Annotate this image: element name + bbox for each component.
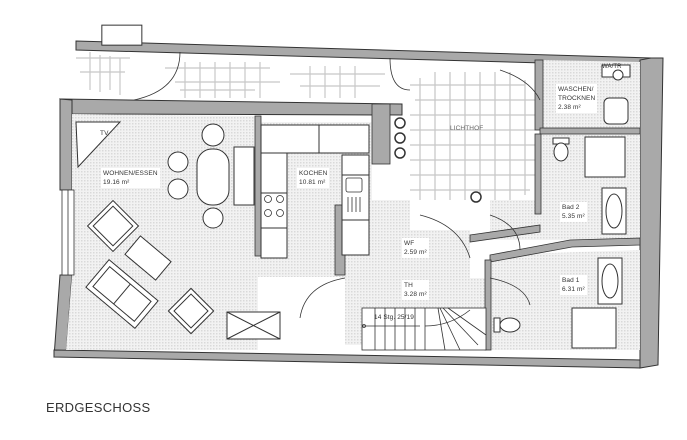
kitchen-sink [345,177,363,212]
interior-walls [254,59,641,351]
stove-burners [264,195,284,217]
room-name: WOHNEN/ESSEN [103,170,158,177]
staircase [361,307,487,351]
floor-title: ERDGESCHOSS [46,400,151,415]
room-label-bad2: Bad 2 5.35 m² [560,202,587,222]
bathroom-fixtures [493,64,631,349]
room-label-wf: WF 2.59 m² [402,238,429,258]
room-name: TH [404,282,413,289]
room-area: 3.28 m² [404,291,427,298]
room-label-kochen: KOCHEN 10.81 m² [297,168,330,188]
room-area: 2.38 m² [558,104,581,111]
room-label-th: TH 3.28 m² [402,280,429,300]
dining-table [167,123,230,229]
tv-label: TV [100,130,109,137]
stairs-label: 14 Stg. 25/19 [374,314,414,321]
room-label-lichthof: LICHTHOF [448,123,485,134]
room-area: 2.59 m² [404,249,427,256]
interior-doors [299,69,541,319]
room-name-line1: WASCHEN/ [558,86,594,93]
kitchen-cabinets [233,124,370,259]
exterior-walls [53,57,664,369]
storage-box [226,311,281,340]
tv-unit [75,121,122,169]
room-area: 6.31 m² [562,286,585,293]
vent-pipes [394,117,482,203]
room-label-waschen: WASCHEN/ TROCKNEN 2.38 m² [556,84,598,113]
room-name: LICHTHOF [450,125,484,132]
room-area: 19.16 m² [103,179,130,186]
lichthof-grid [410,72,535,200]
room-name: Bad 1 [562,277,580,284]
sofa-set [85,24,215,335]
coffee-table [124,235,172,281]
room-name-line2: TROCKNEN [558,95,596,102]
terrace-paving [76,52,385,98]
room-name: Bad 2 [562,204,580,211]
room-label-wohnen: WOHNEN/ESSEN 19.16 m² [101,168,160,188]
room-area: 10.81 m² [299,179,326,186]
terrace-doors [133,51,411,101]
room-label-bad1: Bad 1 6.31 m² [560,275,587,295]
washer-dryer-label: WA/TR [602,64,622,70]
room-area: 5.35 m² [562,213,585,220]
room-name: KOCHEN [299,170,328,177]
room-name: WF [404,240,415,247]
window-left [61,189,75,276]
